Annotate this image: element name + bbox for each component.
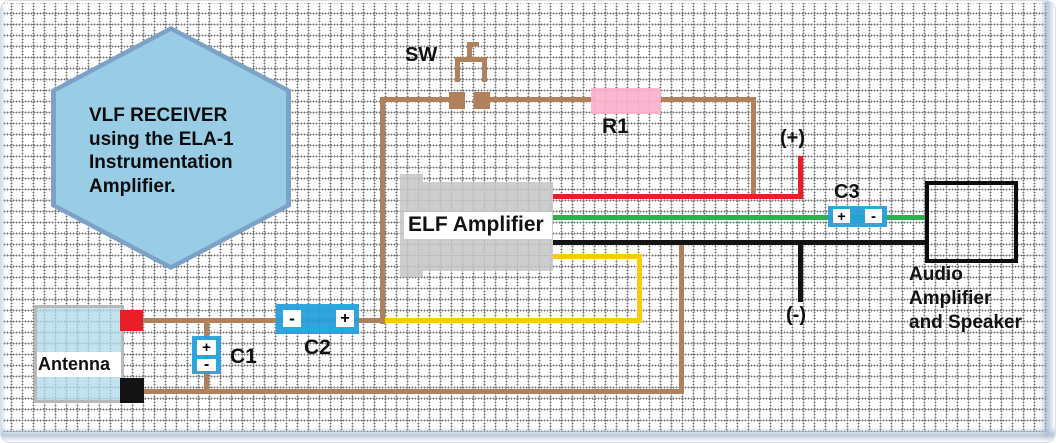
page-edge-bottom xyxy=(1,427,1055,442)
audio-amplifier-box xyxy=(925,181,1018,263)
capacitor-c3-body: + - xyxy=(828,206,887,227)
audio-amplifier-label: Audio Amplifier and Speaker xyxy=(909,264,1022,333)
wire-brown-antenna-bottom xyxy=(141,389,684,394)
page-edge-left xyxy=(1,1,6,442)
capacitor-c2-label: C2 xyxy=(304,336,331,359)
wire-brown-antenna-top xyxy=(139,318,382,323)
capacitor-c1-body: + - xyxy=(192,336,221,374)
c1-negative-terminal: - xyxy=(197,357,216,373)
wire-yellow-top xyxy=(553,254,642,259)
negative-supply-label: (-) xyxy=(786,304,806,326)
wire-yellow-bottom xyxy=(385,318,642,323)
wire-red-positive-stub xyxy=(798,156,803,199)
c1-positive-terminal: + xyxy=(197,340,216,355)
wire-black-ground xyxy=(553,240,925,245)
elf-amplifier-label: ELF Amplifier xyxy=(408,213,544,236)
wire-brown-top-right xyxy=(659,97,756,102)
resistor-r1-label: R1 xyxy=(602,115,629,138)
page-edge-right xyxy=(1039,1,1055,442)
c3-negative-terminal: - xyxy=(865,209,882,224)
switch-actuator-cap-icon xyxy=(467,42,479,46)
wire-red-horizontal xyxy=(553,194,803,199)
antenna-label: Antenna xyxy=(38,354,110,374)
switch-label: SW xyxy=(405,44,438,66)
switch-bracket-icon xyxy=(455,57,487,82)
antenna-label-band xyxy=(37,352,121,377)
c3-positive-terminal: + xyxy=(833,209,850,223)
capacitor-c3-label: C3 xyxy=(834,181,860,203)
switch-actuator-stem-icon xyxy=(467,45,472,59)
capacitor-c1-label: C1 xyxy=(230,345,257,368)
positive-supply-label: (+) xyxy=(780,127,805,149)
wire-brown-top-mid xyxy=(488,97,594,102)
diagram-title: VLF RECEIVER using the ELA-1 Instrumenta… xyxy=(89,105,234,197)
wire-brown-vertical-right xyxy=(679,242,684,394)
elf-amplifier-label-band xyxy=(404,212,552,239)
c2-negative-terminal: - xyxy=(283,310,301,327)
wire-brown-vertical-to-positive xyxy=(751,97,756,199)
c2-positive-terminal: + xyxy=(336,310,354,327)
switch-contact-left xyxy=(449,92,465,109)
wire-green-output xyxy=(553,215,925,220)
wire-yellow-vertical xyxy=(637,254,642,323)
resistor-r1-body xyxy=(591,88,661,114)
capacitor-c2-body: - + xyxy=(276,304,359,334)
wire-black-negative-stub xyxy=(798,242,803,302)
wire-brown-vertical-left xyxy=(380,97,385,324)
antenna-terminal-red xyxy=(120,310,143,331)
switch-contact-right xyxy=(474,92,490,109)
antenna-terminal-black xyxy=(120,378,144,403)
wire-brown-top-left xyxy=(382,97,450,102)
